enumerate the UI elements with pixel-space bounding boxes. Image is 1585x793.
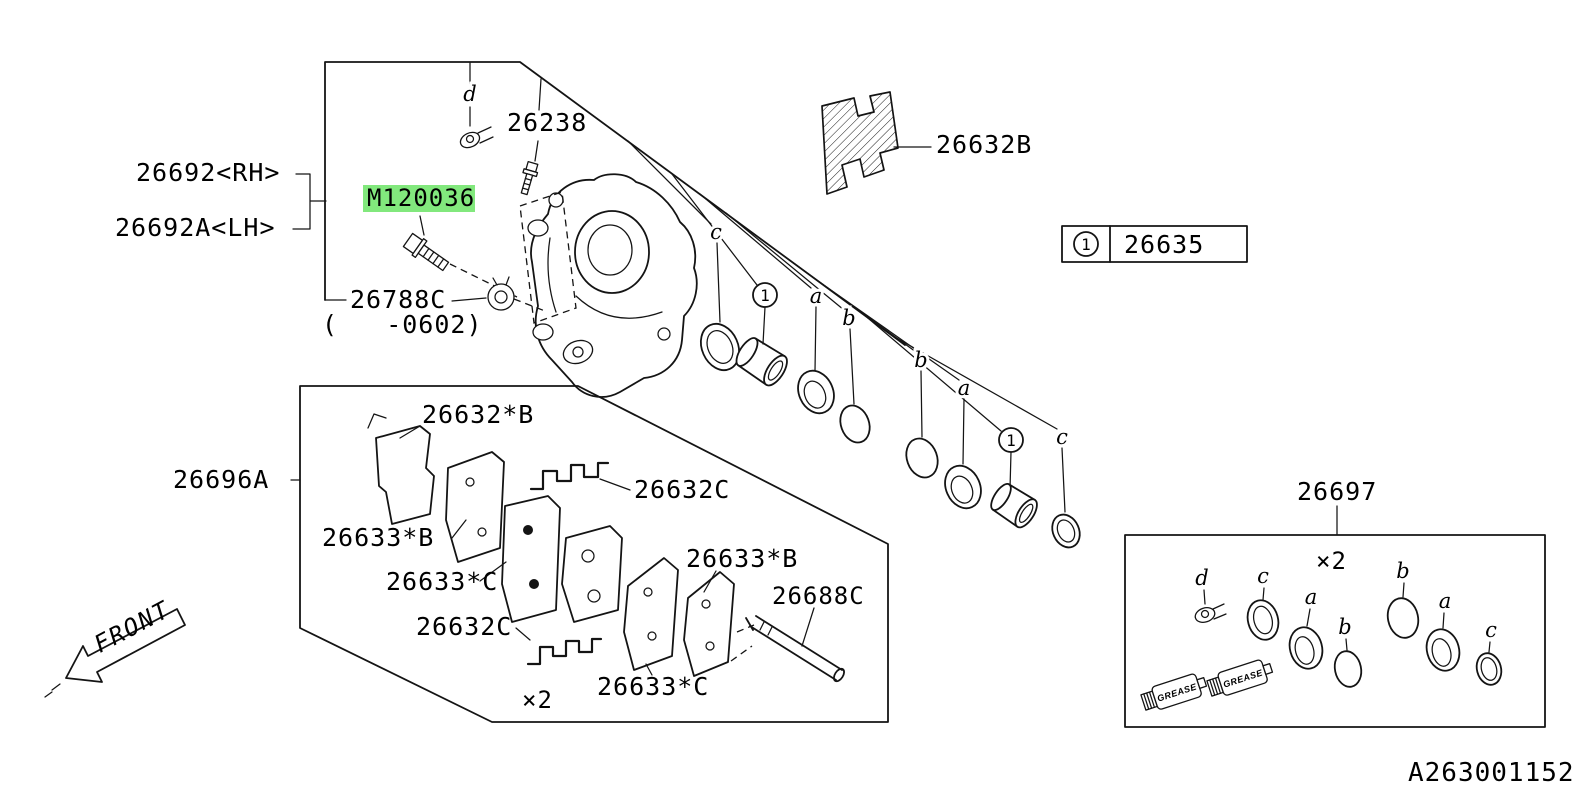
flange-bolt-m120036 <box>402 215 518 298</box>
svg-text:1: 1 <box>1006 431 1016 450</box>
label-outer-shim: 26632*B <box>422 400 534 429</box>
callout-b: b <box>1338 615 1351 639</box>
callout-b: b <box>842 306 855 330</box>
label-seal-kit: 26697 <box>1297 477 1377 506</box>
callout-d: d <box>1195 566 1208 590</box>
inner-pad-left-c <box>479 495 561 623</box>
grease-tube-1: GREASE <box>1140 673 1208 711</box>
legend-part-number: 26635 <box>1124 230 1204 259</box>
boot-cover-b1 <box>839 404 871 444</box>
callout-1-circle: 1 <box>752 282 778 308</box>
label-pad-right-c: 26633*C <box>597 672 709 701</box>
highlighted-bolt-label: M120036 <box>363 184 475 212</box>
grease-tube-2: GREASE <box>1206 659 1274 697</box>
seal-kit-boot-a1 <box>1288 608 1324 670</box>
seal-kit-cover-b2 <box>1386 582 1420 639</box>
label-pad-left-c: 26633*C <box>386 567 498 596</box>
caliper-assembly-box <box>292 61 906 346</box>
pad-clip-upper <box>529 461 631 491</box>
pad-plate-left-b <box>445 451 505 563</box>
callout-c: c <box>1485 618 1497 642</box>
air-bleeder-screw <box>520 78 542 196</box>
label-pad-kit: 26696A <box>173 465 269 494</box>
pad-plate-right-2 <box>645 570 735 677</box>
legend-symbol: 1 <box>1081 235 1091 254</box>
seal-kit-cover-b1 <box>1333 638 1363 688</box>
label-pad-pin: 26688C <box>772 582 865 610</box>
pad-plate-center <box>561 525 623 623</box>
dust-boot-a2 <box>944 464 982 510</box>
support-bracket-26632b <box>821 91 932 195</box>
callout-d: d <box>463 82 476 106</box>
callout-c: c <box>1056 425 1068 449</box>
pad-clip-lower <box>515 627 603 666</box>
label-caliper-rh: 26692<RH> <box>136 158 280 187</box>
lock-pin-clip-26788c <box>451 276 546 312</box>
callout-c: c <box>1257 564 1269 588</box>
label-lock-pin-range: ( -0602) <box>322 310 483 339</box>
callout-b: b <box>914 348 927 372</box>
label-caliper-lh: 26692A<LH> <box>115 213 276 242</box>
legend-box: 1 26635 <box>1061 225 1248 263</box>
dust-boot-a1 <box>797 369 835 415</box>
callout-c: c <box>710 220 722 244</box>
pad-kit-box <box>290 385 889 723</box>
pad-pin-26688c <box>730 607 845 683</box>
seal-kit-boot-a2 <box>1425 612 1461 672</box>
seal-kit-box <box>1124 505 1546 728</box>
label-pad-multiplier: ×2 <box>522 686 553 714</box>
label-lock-pin: 26788C <box>350 285 446 314</box>
doc-number: A263001152 <box>1408 758 1575 788</box>
label-pad-right-b: 26633*B <box>686 544 798 573</box>
pad-plate-right-1 <box>623 557 679 671</box>
svg-text:1: 1 <box>760 286 770 305</box>
label-seal-multiplier: ×2 <box>1316 547 1347 575</box>
label-air-bleeder: 26238 <box>507 108 587 137</box>
piston-2 <box>990 483 1038 529</box>
callout-1-circle: 1 <box>998 427 1024 453</box>
outer-shim-plate <box>367 413 435 525</box>
label-flange-bolt: M120036 <box>367 184 475 212</box>
callout-a: a <box>958 376 971 400</box>
caliper-body <box>519 173 698 398</box>
label-support-bracket: 26632B <box>936 130 1032 159</box>
seal-kit-ring-c2 <box>1475 641 1503 686</box>
callout-a: a <box>810 284 823 308</box>
seal-kit-clip-d <box>1194 589 1227 623</box>
callout-b: b <box>1396 559 1409 583</box>
piston-seal-c1 <box>699 322 741 372</box>
callout-a: a <box>1439 589 1452 613</box>
label-pad-clip-lower: 26632C <box>416 612 512 641</box>
bleeder-clip-d <box>459 62 494 149</box>
seal-kit-ring-c1 <box>1246 587 1280 641</box>
label-pad-clip-upper: 26632C <box>634 475 730 504</box>
front-arrow: FRONT <box>44 595 186 698</box>
piston-seal-c2 <box>1051 513 1081 549</box>
callout-a: a <box>1305 585 1318 609</box>
label-pad-left-b: 26633*B <box>322 523 434 552</box>
highlight-marker <box>363 185 475 212</box>
boot-cover-b2 <box>905 437 939 479</box>
piston-1 <box>735 337 788 387</box>
leader-lines-seal-series <box>627 140 1066 513</box>
